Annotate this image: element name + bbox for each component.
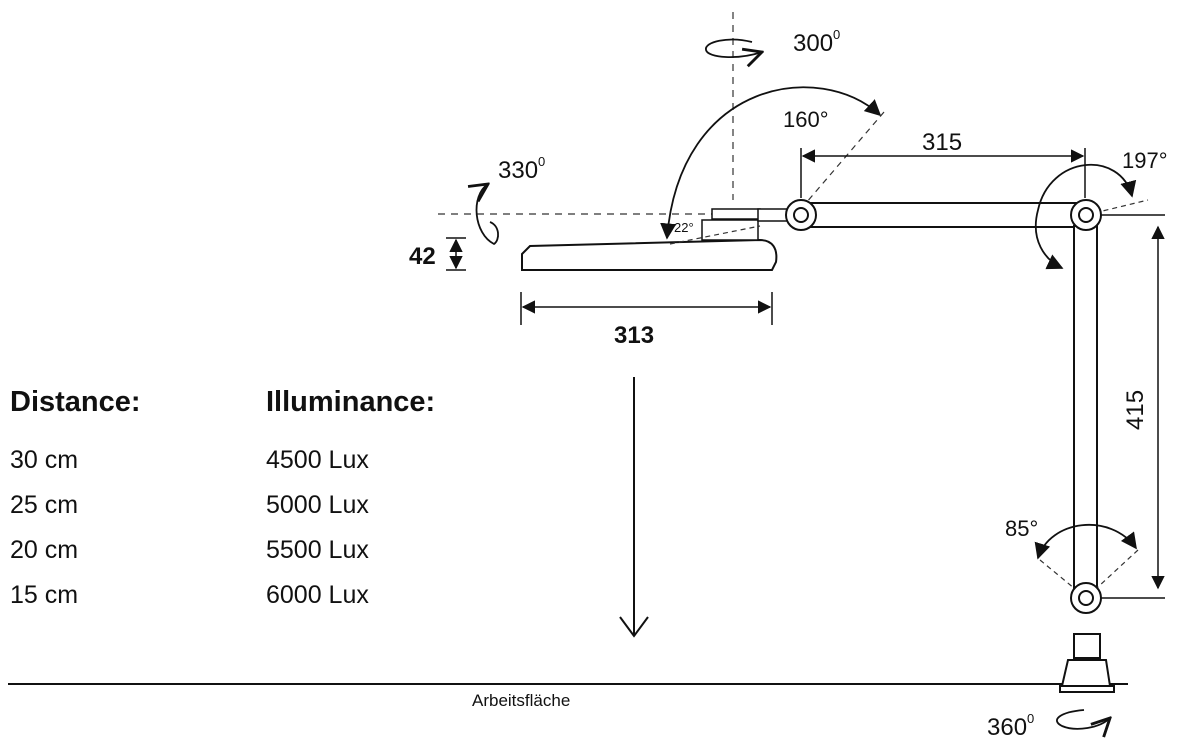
row-illuminance: 4500 Lux [266, 446, 369, 474]
lamp-head-shape [521, 238, 778, 271]
angle-head-tilt-label: 160° [783, 107, 829, 132]
row-illuminance: 6000 Lux [266, 581, 369, 609]
upper-arm [807, 202, 1085, 228]
base-collar [1073, 633, 1101, 659]
top-rotation-arrow-icon [705, 38, 762, 58]
base-foot [1059, 685, 1115, 693]
table-row: 25 cm 5000 Lux [10, 483, 470, 528]
head-tilt-arc [660, 86, 882, 240]
elbow-arc [1034, 163, 1137, 270]
dim-head-width-label: 313 [614, 322, 654, 349]
dim-lower-arm-label: 415 [1122, 390, 1149, 430]
angle-small-label: 22° [674, 220, 694, 235]
dim-upper-arm-label: 315 [922, 129, 962, 156]
lamp-head-mount [711, 208, 761, 220]
rotation-base-label: 3600 [987, 711, 1034, 740]
illuminance-table: Distance: Illuminance: 30 cm 4500 Lux 25… [10, 380, 470, 618]
header-distance: Distance: [10, 385, 141, 418]
small-angle-dashed-line [669, 225, 761, 245]
row-distance: 30 cm [10, 446, 79, 474]
rotation-head-label: 3300 [498, 154, 545, 184]
lamp-head-neck [701, 219, 759, 241]
head-joint-inner [793, 207, 809, 223]
lower-joint-arc [1034, 523, 1137, 560]
row-distance: 15 cm [10, 581, 79, 609]
table-row: 20 cm 5500 Lux [10, 528, 470, 573]
head-rotation-arrow-icon [477, 184, 499, 246]
table-row: 30 cm 4500 Lux [10, 438, 470, 483]
row-distance: 20 cm [10, 536, 79, 564]
angle-elbow-label: 197° [1122, 148, 1168, 173]
row-illuminance: 5500 Lux [266, 536, 369, 564]
table-row: 15 cm 6000 Lux [10, 573, 470, 618]
row-distance: 25 cm [10, 491, 79, 519]
rotation-top-label: 3000 [793, 27, 840, 57]
base-body [1060, 659, 1112, 687]
distance-arrow-head [619, 616, 649, 638]
lower-arm [1073, 225, 1098, 591]
lower-joint-inner [1078, 590, 1094, 606]
dim-head-height-label: 42 [409, 243, 436, 270]
header-illuminance: Illuminance: [266, 385, 436, 418]
elbow-joint-inner [1078, 207, 1094, 223]
angle-lower-joint-label: 85° [1005, 516, 1038, 541]
base-rotation-arrow-icon [1056, 709, 1110, 729]
row-illuminance: 5000 Lux [266, 491, 369, 519]
table-header: Distance: Illuminance: [10, 380, 470, 424]
work-surface-label: Arbeitsfläche [472, 691, 570, 710]
